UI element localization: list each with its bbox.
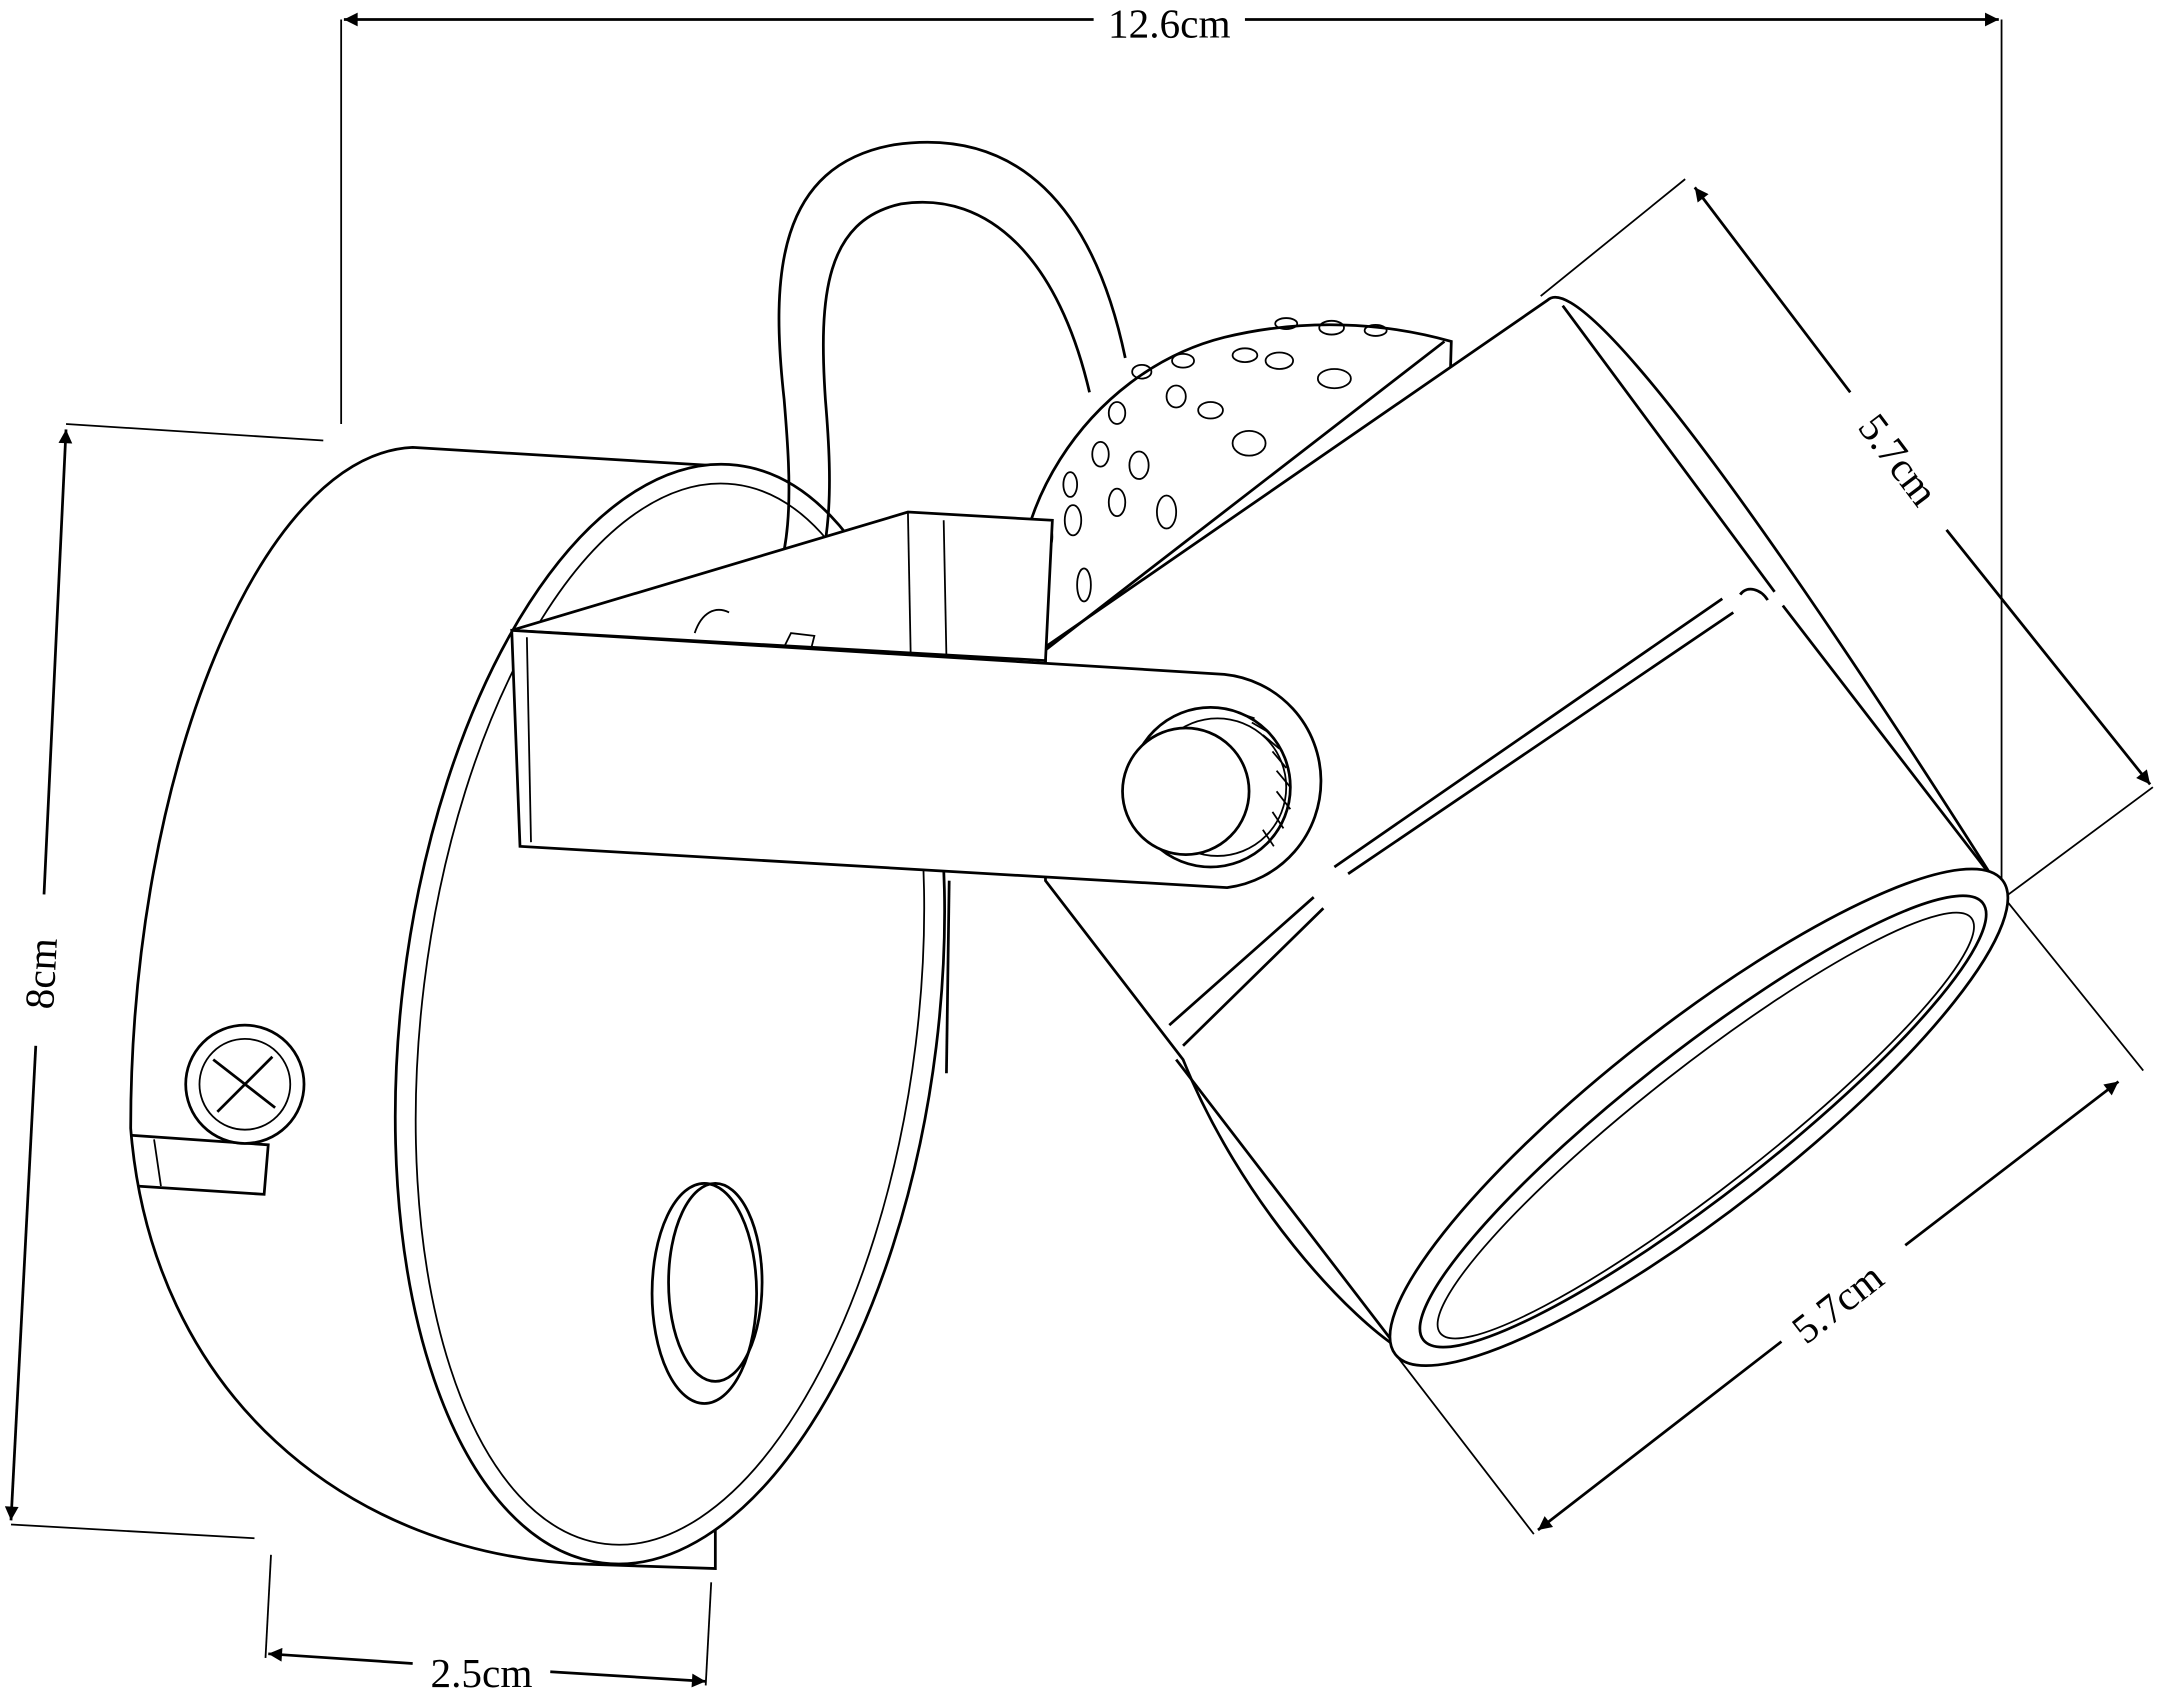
label-base-depth: 2.5cm <box>430 1650 532 1694</box>
screw-icon <box>184 1023 306 1145</box>
wire-loop <box>748 140 1127 632</box>
adjustment-knob <box>1121 705 1292 869</box>
dim-height: 8cm <box>4 423 324 1540</box>
label-total-width: 12.6cm <box>1108 0 1231 46</box>
bracket-arm <box>510 510 1323 1074</box>
label-head-diameter: 5.7cm <box>1783 1253 1892 1352</box>
dim-base-depth: 2.5cm <box>264 1554 713 1694</box>
label-height: 8cm <box>16 937 66 1010</box>
switch-button <box>650 1181 764 1405</box>
lamp-head <box>1030 295 2010 1368</box>
dim-total-width: 12.6cm <box>340 0 2003 881</box>
label-head-length: 5.7cm <box>1850 405 1948 514</box>
